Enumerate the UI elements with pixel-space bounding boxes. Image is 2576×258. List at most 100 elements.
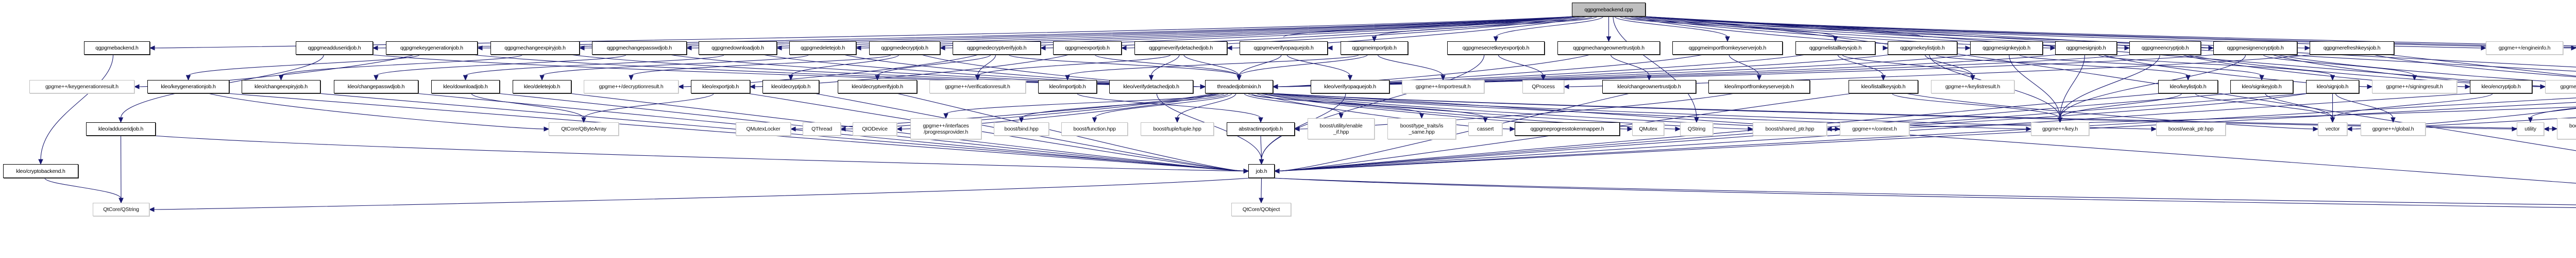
graph-node-kleo-decryptverifyjob-h[interactable]: kleo/decryptverifyjob.h	[838, 80, 917, 93]
graph-node-qprocess[interactable]: QProcess	[1522, 80, 1564, 93]
graph-node-kleo-adduseridjob-h[interactable]: kleo/adduseridjob.h	[86, 122, 156, 136]
graph-node-qstring[interactable]: QString	[1680, 122, 1713, 136]
graph-node-qgpgmeimportjob-h[interactable]: qgpgmeimportjob.h	[1341, 41, 1408, 55]
graph-node-qgpgmechangeownertrustjob-h[interactable]: qgpgmechangeownertrustjob.h	[1557, 41, 1660, 55]
edge-threadedjobmixin_h-to-boost_tuple_hpp	[1177, 93, 1236, 119]
graph-node-kleo-importjob-h[interactable]: kleo/importjob.h	[1038, 80, 1097, 93]
graph-node-gpgme-context-h[interactable]: gpgme++/context.h	[1840, 122, 1909, 136]
graph-node-qgpgmekeygenerationjob-h[interactable]: qgpgmekeygenerationjob.h	[386, 41, 478, 55]
edge-arrowhead	[2540, 84, 2546, 89]
graph-node-utility[interactable]: utility	[2517, 122, 2544, 136]
graph-node-qgpgmeimportfromkeyserverjob-h[interactable]: qgpgmeimportfromkeyserverjob.h	[1672, 41, 1783, 55]
edge-threadedjobmixin_h-to-boost_enable_if_hpp	[1244, 93, 1342, 115]
graph-node-qgpgmechangepasswdjob-h[interactable]: qgpgmechangepasswdjob.h	[592, 41, 687, 55]
graph-node-gpgme-engineinfo-h[interactable]: gpgme++/engineinfo.h	[2486, 41, 2563, 55]
graph-node-qgpgmesignkeyjob-h[interactable]: qgpgmesignkeyjob.h	[1970, 41, 2043, 55]
graph-node-kleo-signjob-h[interactable]: kleo/signjob.h	[2306, 80, 2359, 93]
edge-arrowhead	[2367, 84, 2373, 89]
graph-node-gpgme-importresult-h[interactable]: gpgme++/importresult.h	[1402, 80, 1484, 93]
graph-node-boost-shared-ptr-hpp[interactable]: boost/shared_ptr.hpp	[1753, 122, 1827, 136]
graph-node-qgpgmeexportjob-h[interactable]: qgpgmeexportjob.h	[1053, 41, 1122, 55]
graph-node-kleo-encryptjob-h[interactable]: kleo/encryptjob.h	[2470, 80, 2532, 93]
graph-node-qtcore-qbytearray[interactable]: QtCore/QByteArray	[549, 122, 619, 136]
edge-arrowhead	[1483, 117, 1488, 123]
graph-node-qgpgmekeylistjob-h[interactable]: qgpgmekeylistjob.h	[1888, 41, 1957, 55]
graph-node-gpgme-signingresult-h[interactable]: gpgme++/signingresult.h	[2372, 80, 2457, 93]
graph-node-boost-tuple-tuple-hpp[interactable]: boost/tuple/tuple.hpp	[1141, 122, 1214, 136]
graph-node-gpgme-key-h[interactable]: gpgme++/key.h	[2031, 122, 2089, 136]
graph-node-qgpgmeadduseridjob-h[interactable]: qgpgmeadduseridjob.h	[296, 41, 373, 55]
graph-node-kleo-signkeyjob-h[interactable]: kleo/signkeyjob.h	[2230, 80, 2293, 93]
graph-node-kleo-downloadjob-h[interactable]: kleo/downloadjob.h	[431, 80, 500, 93]
graph-node-kleo-changeownertrustjob-h[interactable]: kleo/changeownertrustjob.h	[1602, 80, 1696, 93]
graph-node-abstractimportjob-h[interactable]: abstractimportjob.h	[1227, 122, 1295, 136]
graph-node-qgpgmeencryptjob-h[interactable]: qgpgmeencryptjob.h	[2129, 41, 2201, 55]
graph-node-gpgme-keylistresult-h[interactable]: gpgme++/keylistresult.h	[1931, 80, 2014, 93]
graph-node-qiodevice[interactable]: QIODevice	[853, 122, 897, 136]
graph-node-job-h[interactable]: job.h	[1248, 164, 1275, 178]
graph-node-qgpgmesecretkeyexportjob-h[interactable]: qgpgmesecretkeyexportjob.h	[1447, 41, 1545, 55]
edge-qgpgmedownloadjob_h-to-kleo_downloadjob_h	[465, 54, 725, 76]
edge-qgpgmelistallkeysjob_h-to-kleo_listallkeysjob_h	[1837, 54, 1884, 76]
edge-arrowhead	[2543, 126, 2549, 132]
graph-node-qgpgmeverifyopaquejob-h[interactable]: qgpgmeverifyopaquejob.h	[1240, 41, 1328, 55]
graph-node-kleo-keygenerationjob-h[interactable]: kleo/keygenerationjob.h	[147, 80, 229, 93]
edge-threadedjobmixin_h-to-boost_shared_ptr_hpp	[1266, 93, 1749, 130]
graph-node-qgpgmedeletejob-h[interactable]: qgpgmedeletejob.h	[789, 41, 856, 55]
graph-node-qthread[interactable]: QThread	[803, 122, 841, 136]
graph-node-kleo-changepasswdjob-h[interactable]: kleo/changepasswdjob.h	[334, 80, 418, 93]
graph-node-qgpgmelistallkeysjob-h[interactable]: qgpgmelistallkeysjob.h	[1795, 41, 1875, 55]
edge-arrowhead	[776, 45, 782, 51]
graph-node-cassert[interactable]: cassert	[1468, 122, 1502, 136]
graph-node-label: QString	[1687, 126, 1706, 132]
edge-arrowhead	[2304, 45, 2311, 51]
edge-arrowhead	[1880, 75, 1886, 81]
graph-node-gpgme-global-h[interactable]: gpgme++/global.h	[2361, 122, 2426, 136]
graph-node-vector[interactable]: vector	[2318, 122, 2347, 136]
graph-node-qgpgmebackend-h[interactable]: qgpgmebackend.h	[84, 41, 150, 55]
graph-node-kleo-deletejob-h[interactable]: kleo/deletejob.h	[513, 80, 571, 93]
graph-node-qgpgmedecryptverifyjob-h[interactable]: qgpgmedecryptverifyjob.h	[953, 41, 1041, 55]
graph-node-qgpgmedownloadjob-h[interactable]: qgpgmedownloadjob.h	[699, 41, 777, 55]
graph-node-threadedjobmixin-h[interactable]: threadedjobmixin.h	[1205, 80, 1273, 93]
graph-node-gpgme-encryptionresult-h[interactable]: gpgme++/encryptionresult.h	[2545, 80, 2576, 93]
graph-node-kleo-verifydetachedjob-h[interactable]: kleo/verifydetachedjob.h	[1109, 80, 1193, 93]
graph-node-kleo-cryptobackend-h[interactable]: kleo/cryptobackend.h	[3, 164, 78, 178]
graph-node-qgpgmedecryptjob-h[interactable]: qgpgmedecryptjob.h	[869, 41, 940, 55]
graph-node-qgpgmechangeexpiryjob-h[interactable]: qgpgmechangeexpiryjob.h	[490, 41, 580, 55]
graph-node-qmutex[interactable]: QMutex	[1632, 122, 1664, 136]
edge-threadedjobmixin_h-to-progressprovider_h	[945, 93, 1225, 115]
graph-node-boost-utility-enable-if-hpp[interactable]: boost/utility/enable _if.hpp	[1308, 118, 1375, 139]
graph-node-qgpgmesignencryptjob-h[interactable]: qgpgmesignencryptjob.h	[2213, 41, 2297, 55]
graph-node-qtcore-qobject[interactable]: QtCore/QObject	[1231, 203, 1291, 216]
graph-node-boost-function-hpp[interactable]: boost/function.hpp	[1061, 122, 1128, 136]
edge-qgpgmesignjob_h-to-key_h	[2059, 54, 2086, 119]
edge-arrowhead	[539, 75, 545, 81]
graph-node-gpgme-verificationresult-h[interactable]: gpgme++/verificationresult.h	[929, 80, 1026, 93]
graph-node-boost-type-traits-is-same-hpp[interactable]: boost/type_traits/is _same.hpp	[1387, 118, 1456, 139]
graph-node-kleo-exportjob-h[interactable]: kleo/exportjob.h	[691, 80, 750, 93]
graph-node-label: qgpgmeprogresstokenmapper.h	[1530, 126, 1604, 132]
graph-node-qgpgmeprogresstokenmapper-h[interactable]: qgpgmeprogresstokenmapper.h	[1515, 122, 1620, 136]
graph-node-qgpgmeverifydetachedjob-h[interactable]: qgpgmeverifydetachedjob.h	[1134, 41, 1227, 55]
graph-node-boost-enable-shared-from-this-hpp[interactable]: boost/enable_shared _from_this.hpp	[2557, 118, 2576, 139]
graph-node-gpgme-interfaces-progressprovider-h[interactable]: gpgme++/interfaces /progressprovider.h	[910, 118, 981, 139]
graph-node-label: kleo/cryptobackend.h	[16, 168, 65, 174]
graph-node-kleo-keylistjob-h[interactable]: kleo/keylistjob.h	[2158, 80, 2218, 93]
graph-node-kleo-listallkeysjob-h[interactable]: kleo/listallkeysjob.h	[1849, 80, 1918, 93]
graph-node-qmutexlocker[interactable]: QMutexLocker	[736, 122, 791, 136]
graph-node-kleo-verifyopaquejob-h[interactable]: kleo/verifyopaquejob.h	[1311, 80, 1389, 93]
graph-node-qgpgmebackend-cpp[interactable]: qgpgmebackend.cpp	[1572, 3, 1646, 17]
graph-node-boost-weak-ptr-hpp[interactable]: boost/weak_ptr.hpp	[2156, 122, 2226, 136]
graph-node-kleo-importfromkeyserverjob-h[interactable]: kleo/importfromkeyserverjob.h	[1708, 80, 1810, 93]
graph-node-boost-bind-hpp[interactable]: boost/bind.hpp	[994, 122, 1049, 136]
graph-node-gpgme-decryptionresult-h[interactable]: gpgme++/decryptionresult.h	[584, 80, 679, 93]
graph-node-gpgme-keygenerationresult-h[interactable]: gpgme++/keygenerationresult.h	[29, 80, 134, 93]
graph-node-kleo-decryptjob-h[interactable]: kleo/decryptjob.h	[762, 80, 819, 93]
graph-node-kleo-changeexpiryjob-h[interactable]: kleo/changeexpiryjob.h	[242, 80, 320, 93]
graph-node-qgpgmesignjob-h[interactable]: qgpgmesignjob.h	[2055, 41, 2117, 55]
graph-node-qgpgmerefreshkeysjob-h[interactable]: qgpgmerefreshkeysjob.h	[2310, 41, 2394, 55]
graph-node-qtcore-qstring[interactable]: QtCore/QString	[93, 203, 149, 216]
edge-arrowhead	[1347, 75, 1353, 81]
edge-arrowhead	[1675, 126, 1681, 132]
